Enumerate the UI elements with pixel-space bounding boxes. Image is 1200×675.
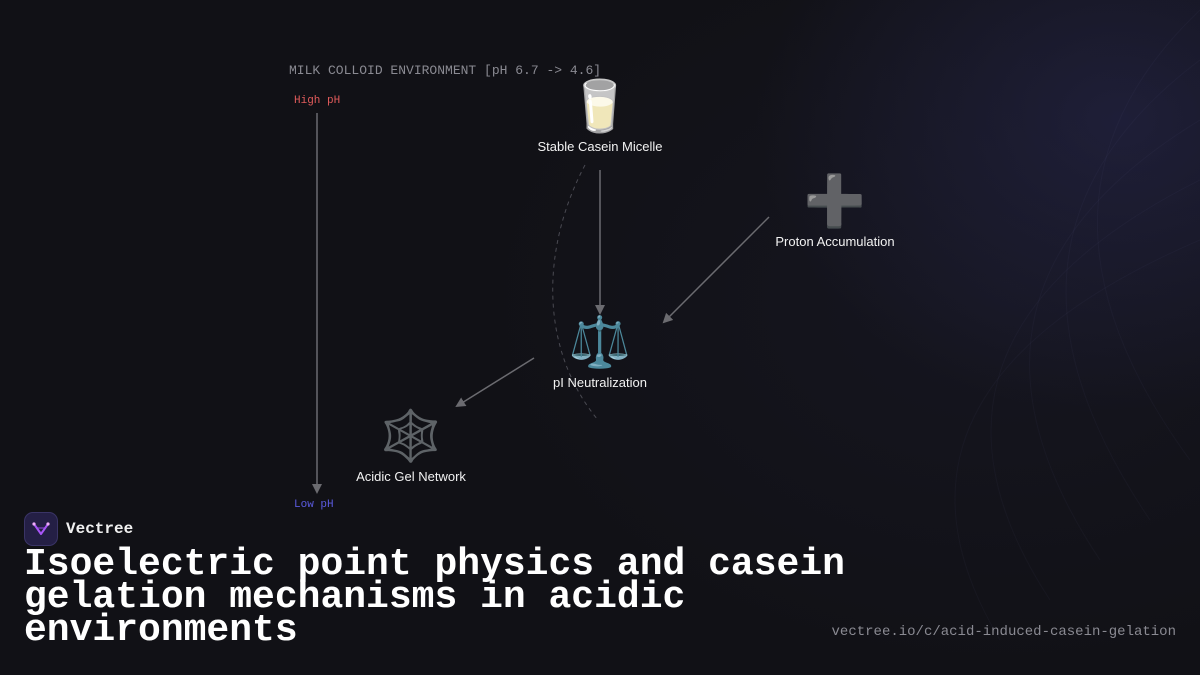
dashed-curve-connector: [552, 164, 599, 421]
plus-icon: ➕: [803, 173, 867, 229]
node-label: Proton Accumulation: [775, 234, 895, 249]
page-url[interactable]: vectree.io/c/acid-induced-casein-gelatio…: [831, 624, 1176, 640]
node-stable-casein-micelle: 🥛 Stable Casein Micelle: [537, 79, 662, 154]
page-title: Isoelectric point physics and casein gel…: [24, 543, 845, 652]
node-proton-accumulation: ➕ Proton Accumulation: [775, 174, 894, 249]
node-acidic-gel-network: 🕸️ Acidic Gel Network: [356, 409, 466, 484]
milk-glass-icon: 🥛: [568, 78, 632, 134]
node-label: pI Neutralization: [553, 375, 647, 390]
node-label: Acidic Gel Network: [356, 469, 466, 484]
node-label: Stable Casein Micelle: [537, 139, 663, 154]
vectree-logo-icon: [24, 512, 58, 546]
edge-neutralization-to-gel: [455, 357, 535, 408]
high-ph-label: High pH: [294, 95, 341, 107]
environment-label: MILK COLLOID ENVIRONMENT [pH 6.7 -> 4.6]: [289, 63, 602, 78]
balance-scale-icon: ⚖️: [568, 314, 632, 370]
low-ph-label: Low pH: [294, 499, 334, 511]
brand-name: Vectree: [66, 520, 134, 538]
brand[interactable]: Vectree: [24, 512, 133, 546]
spider-web-icon: 🕸️: [379, 408, 443, 464]
node-pi-neutralization: ⚖️ pI Neutralization: [553, 315, 647, 390]
edge-proton-to-neutralization: [662, 216, 770, 324]
